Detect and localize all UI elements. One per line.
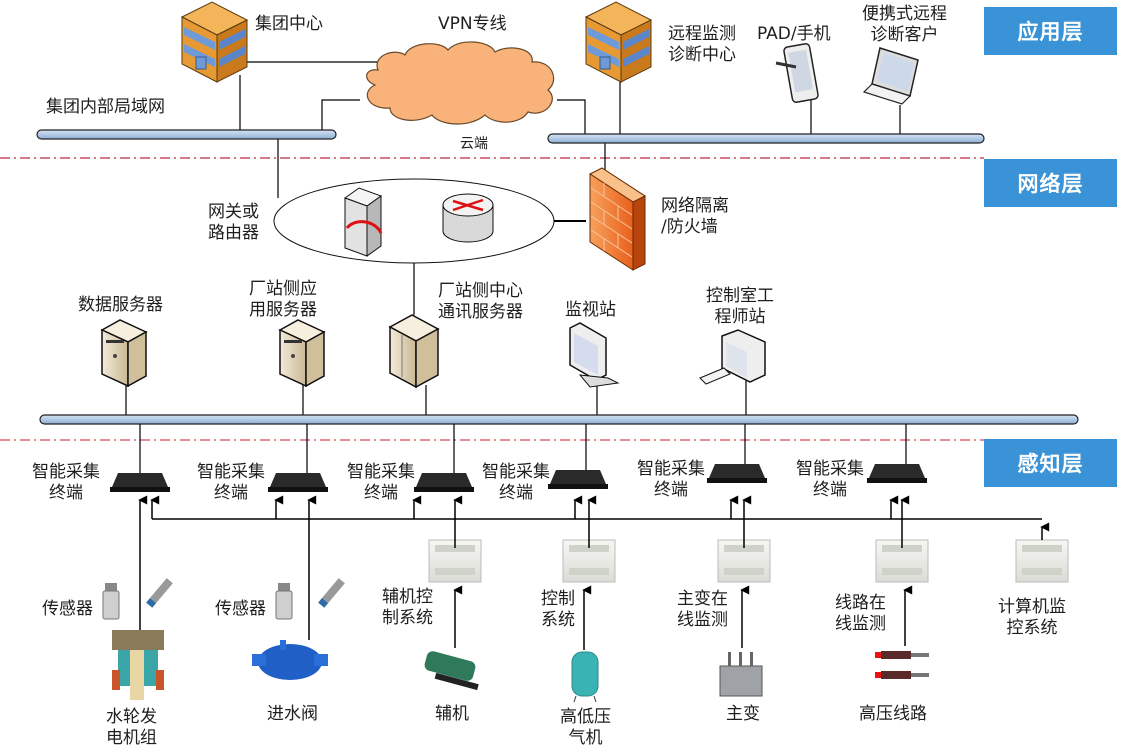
label-terminal: 智能采集终端 [197,462,265,503]
label-monitor-station: 监视站 [565,300,616,320]
label-cloud: 云端 [460,136,488,152]
label-app-server: 厂站侧应 用服务器 [249,279,317,320]
label-aux-control: 辅机控制系统 [382,587,433,628]
label-turbine: 水轮发电机组 [106,707,157,748]
acquisition-terminal-icon [268,473,328,492]
label-terminal: 智能采集终端 [796,459,864,500]
label-compressor: 高低压气机 [560,707,611,748]
label-aux-machine: 辅机 [435,704,469,724]
label-line-monitor: 线路在线监测 [835,593,886,634]
label-computer-monitor: 计算机监控系统 [998,597,1066,638]
label-firewall: 网络隔离 /防火墙 [661,196,729,237]
layer-badge-network: 网络层 [984,159,1117,207]
label-hv-line: 高压线路 [859,704,927,724]
sensor-icon [102,583,120,620]
label-portable-client: 便携式远程 诊断客户 [862,4,947,45]
comm-server-icon [388,314,440,389]
terminal-uplinks [139,424,907,473]
label-vpn: VPN专线 [438,14,507,34]
label-remote-center: 远程监测 诊断中心 [668,24,736,65]
turbine-generator-icon [112,630,164,700]
remote-bus [547,133,985,144]
air-compressor-tank-icon [571,651,599,703]
data-server-icon [100,319,148,388]
station-connections [125,380,747,415]
tablet-icon [775,43,819,103]
app-server-icon [278,319,326,388]
label-data-server: 数据服务器 [78,295,163,315]
plc-controller-icon [1015,539,1069,583]
terminals [110,464,927,492]
label-terminal: 智能采集终端 [347,462,415,503]
acquisition-terminal-icon [110,473,170,492]
cloud-icon [366,41,555,125]
building-icon [584,1,653,83]
label-sensor: 传感器 [42,599,93,619]
workstation-icon [699,329,766,385]
acquisition-terminal-icon [414,473,474,492]
layer-badge-application: 应用层 [984,7,1117,55]
label-main-transformer: 主变 [726,704,760,724]
transformer-icon [719,652,763,697]
acquisition-terminal-icon [548,470,608,489]
laptop-icon [862,47,919,105]
hv-cable-icon [875,651,929,679]
proximity-sensor-icon [146,578,173,608]
direct-uplinks [138,495,913,650]
proximity-sensor-icon [318,578,345,608]
label-terminal: 智能采集终端 [482,462,550,503]
gateway-icon [343,187,383,257]
label-terminal: 智能采集终端 [637,459,705,500]
label-group-center: 集团中心 [255,14,323,34]
aux-pump-icon [424,651,479,691]
layer-badge-perception: 感知层 [984,439,1117,487]
router-icon [442,193,494,243]
building-icon [180,1,249,83]
label-transformer-monitor: 主变在线监测 [677,589,728,630]
monitor-icon [569,322,620,388]
label-comm-server: 厂站侧中心 通讯服务器 [438,281,523,322]
label-inlet-valve: 进水阀 [267,704,318,724]
firewall-icon [588,167,647,271]
label-group-lan: 集团内部局域网 [46,97,165,117]
shared-bus-line [150,495,1050,540]
label-sensor: 传感器 [215,599,266,619]
label-terminal: 智能采集终端 [32,462,100,503]
label-pad: PAD/手机 [757,24,831,44]
inlet-valve-icon [252,640,328,680]
label-control-system: 控制系统 [541,589,575,630]
acquisition-terminal-icon [707,464,767,483]
station-bus [39,414,1079,425]
gateway-group [273,178,555,264]
label-engineer-station: 控制室工 程师站 [706,286,774,327]
label-gateway: 网关或 路由器 [208,202,259,243]
sensor-icon [275,583,293,620]
group-lan-bus [36,129,337,140]
acquisition-terminal-icon [867,464,927,483]
plc-units [428,539,1069,583]
